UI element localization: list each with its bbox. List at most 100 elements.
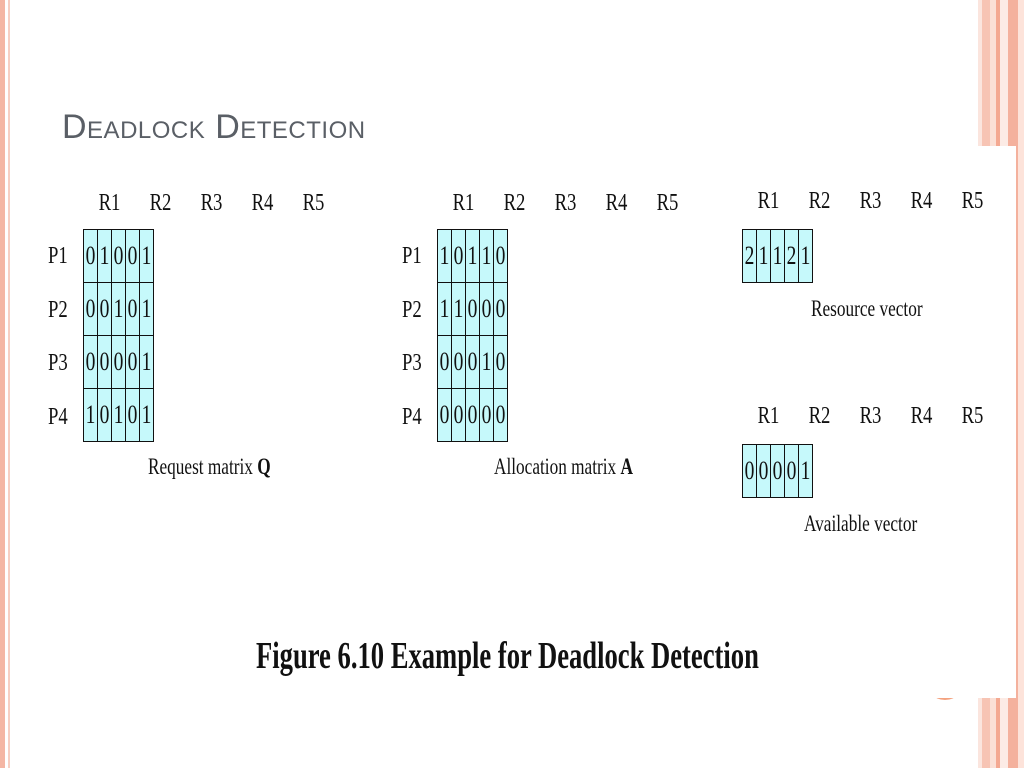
- matrix-cell: 0: [479, 388, 494, 442]
- vector-cell: 0: [784, 444, 799, 498]
- matrix-cell: 0: [437, 335, 452, 389]
- column-header: R5: [961, 403, 984, 429]
- column-header: R2: [808, 188, 831, 214]
- vector-cell: 1: [756, 229, 771, 283]
- matrix-cell: 1: [139, 388, 154, 442]
- matrix-cell: 0: [97, 388, 112, 442]
- matrix-cell: 0: [465, 388, 480, 442]
- column-header: R2: [149, 190, 172, 216]
- matrix-cell: 1: [139, 229, 154, 283]
- request-matrix-table: 0 1 0 0 1 0 0 1 0 1 0 0 0 0 1 1 0 1 0 1: [83, 229, 154, 442]
- matrix-cell: 0: [97, 335, 112, 389]
- column-header: R5: [302, 190, 325, 216]
- matrix-cell: 1: [111, 282, 126, 336]
- caption-text: Request matrix: [148, 454, 253, 479]
- request-matrix-caption: Request matrix Q: [148, 454, 271, 480]
- column-header: R4: [910, 403, 933, 429]
- column-header: R4: [251, 190, 274, 216]
- available-vector-table: 0 0 0 0 1: [742, 444, 813, 498]
- matrix-cell: 0: [465, 282, 480, 336]
- matrix-cell: 1: [437, 282, 452, 336]
- matrix-cell: 0: [83, 282, 98, 336]
- available-vector-caption: Available vector: [804, 511, 918, 536]
- row-header: P2: [402, 296, 422, 323]
- matrix-cell: 0: [111, 335, 126, 389]
- matrix-cell: 1: [451, 282, 466, 336]
- row-header: P3: [48, 350, 68, 376]
- table-row: 0 0 0 0 0: [437, 388, 508, 442]
- matrix-cell: 1: [465, 229, 480, 283]
- matrix-cell: 0: [437, 388, 452, 442]
- vector-cell: 0: [756, 444, 771, 498]
- matrix-cell: 1: [437, 229, 452, 283]
- slide-left-border-line: [8, 0, 10, 768]
- row-header: P4: [48, 403, 68, 430]
- matrix-cell: 0: [83, 335, 98, 389]
- vector-cell: 1: [798, 444, 813, 498]
- matrix-cell: 0: [125, 229, 140, 283]
- column-header: R3: [554, 190, 577, 216]
- vector-cell: 0: [742, 444, 757, 498]
- matrix-cell: 1: [139, 282, 154, 336]
- matrix-cell: 0: [479, 282, 494, 336]
- request-matrix-row-headers: P1 P2 P3 P4: [48, 230, 73, 444]
- column-header: R2: [808, 403, 831, 429]
- slide-title: Deadlock Detection: [62, 108, 366, 146]
- caption-symbol: Q: [257, 454, 271, 479]
- table-row: 0 0 0 1 0: [437, 335, 508, 389]
- column-header: R2: [503, 190, 526, 216]
- allocation-matrix-caption: Allocation matrix A: [494, 454, 633, 480]
- table-row: 0 0 1 0 1: [83, 282, 154, 336]
- available-vector-column-headers: R1 R2 R3 R4 R5: [743, 403, 998, 430]
- row-header: P2: [48, 296, 68, 323]
- matrix-cell: 0: [125, 335, 140, 389]
- matrix-cell: 0: [111, 229, 126, 283]
- row-header: P1: [48, 243, 68, 269]
- matrix-cell: 0: [451, 388, 466, 442]
- table-row: 0 0 0 0 1: [742, 444, 813, 498]
- column-header: R3: [859, 188, 882, 214]
- matrix-cell: 1: [479, 335, 494, 389]
- allocation-matrix-table: 1 0 1 1 0 1 1 0 0 0 0 0 0 1 0 0 0 0 0 0: [437, 229, 508, 442]
- matrix-cell: 0: [83, 229, 98, 283]
- matrix-cell: 1: [479, 229, 494, 283]
- table-row: 1 0 1 1 0: [437, 229, 508, 283]
- request-matrix-column-headers: R1 R2 R3 R4 R5: [84, 190, 339, 217]
- matrix-cell: 0: [465, 335, 480, 389]
- caption-symbol: A: [620, 454, 633, 479]
- vector-cell: 2: [784, 229, 799, 283]
- column-header: R1: [757, 403, 780, 429]
- table-row: 0 1 0 0 1: [83, 229, 154, 283]
- column-header: R1: [757, 188, 780, 214]
- matrix-cell: 1: [111, 388, 126, 442]
- matrix-cell: 1: [139, 335, 154, 389]
- matrix-cell: 0: [451, 229, 466, 283]
- matrix-cell: 1: [83, 388, 98, 442]
- column-header: R1: [452, 190, 475, 216]
- column-header: R3: [859, 403, 882, 429]
- vector-cell: 1: [798, 229, 813, 283]
- matrix-cell: 0: [97, 282, 112, 336]
- matrix-cell: 0: [493, 229, 508, 283]
- resource-vector-column-headers: R1 R2 R3 R4 R5: [743, 188, 998, 215]
- row-header: P4: [402, 403, 422, 430]
- matrix-cell: 0: [125, 388, 140, 442]
- slide-left-border: [0, 0, 5, 768]
- matrix-cell: 0: [125, 282, 140, 336]
- column-header: R4: [910, 188, 933, 214]
- column-header: R3: [200, 190, 223, 216]
- column-header: R1: [98, 190, 121, 216]
- matrix-cell: 0: [493, 282, 508, 336]
- column-header: R5: [961, 188, 984, 214]
- matrix-cell: 0: [493, 335, 508, 389]
- column-header: R4: [605, 190, 628, 216]
- matrix-cell: 0: [451, 335, 466, 389]
- table-row: 1 0 1 0 1: [83, 388, 154, 442]
- allocation-matrix-column-headers: R1 R2 R3 R4 R5: [438, 190, 693, 217]
- table-row: 2 1 1 2 1: [742, 229, 813, 283]
- vector-cell: 2: [742, 229, 757, 283]
- figure-panel: [30, 146, 1016, 698]
- table-row: 0 0 0 0 1: [83, 335, 154, 389]
- resource-vector-table: 2 1 1 2 1: [742, 229, 813, 283]
- caption-text: Allocation matrix: [494, 454, 617, 479]
